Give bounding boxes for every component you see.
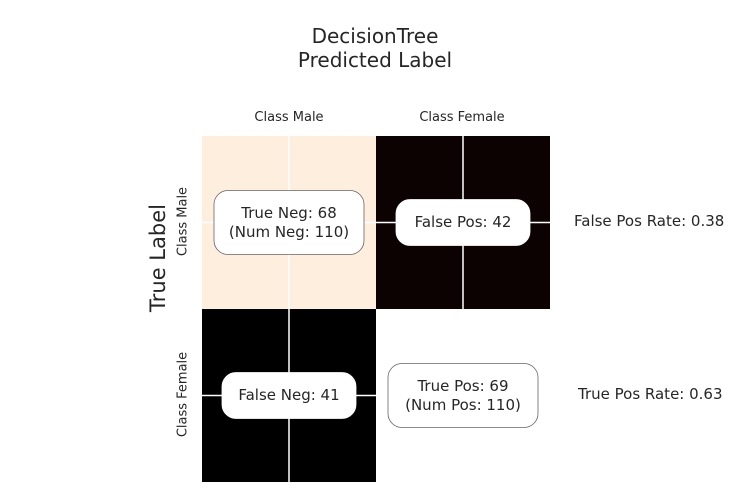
annotation-text-true-neg: True Neg: 68: [240, 204, 337, 222]
annotation-box-false-neg: [221, 372, 357, 419]
column-label-class-male: Class Male: [254, 110, 324, 125]
annotation-box-true-neg: [213, 190, 365, 255]
annotation-text-true-pos: True Pos: 69: [416, 377, 508, 395]
false-pos-rate: False Pos Rate: 0.38: [574, 212, 725, 230]
chart-title: DecisionTree: [311, 24, 439, 48]
annotation-text-false-neg: False Neg: 41: [238, 386, 339, 404]
column-label-class-female: Class Female: [419, 110, 505, 125]
true-pos-rate: True Pos Rate: 0.63: [578, 385, 723, 403]
annotation-text-false-pos: False Pos: 42: [415, 213, 512, 231]
annotation-text-true-pos: (Num Pos: 110): [405, 396, 521, 414]
annotation-text-true-neg: (Num Neg: 110): [229, 223, 349, 241]
annotation-box-true-pos: [387, 363, 539, 428]
annotation-box-false-pos: [395, 199, 531, 246]
chart-subtitle: Predicted Label: [297, 48, 453, 72]
